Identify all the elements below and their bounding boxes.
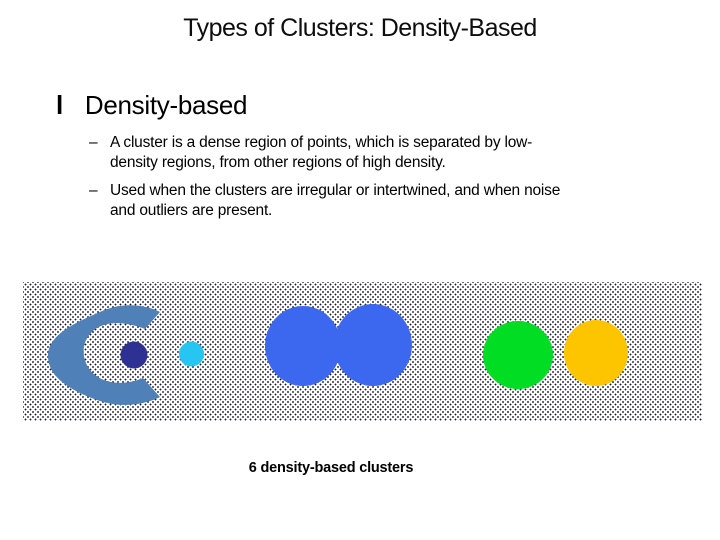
bullet-heading: l Density-based xyxy=(56,90,247,121)
sub-bullet-line: Used when the clusters are irregular or … xyxy=(110,182,561,199)
green-cluster xyxy=(483,321,553,389)
bullet-marker: l xyxy=(56,90,63,120)
double-blob-cluster-right xyxy=(334,304,412,386)
sub-bullet-line: density regions, from other regions of h… xyxy=(110,153,446,171)
small-navy-cluster xyxy=(120,341,148,369)
crescent-cluster xyxy=(48,305,160,405)
sub-bullet-line: and outliers are present. xyxy=(110,201,273,219)
figure-caption: 6 density-based clusters xyxy=(248,460,414,476)
clusters-figure xyxy=(48,304,628,405)
sub-bullet: – Used when the clusters are irregular o… xyxy=(89,181,700,220)
sub-bullet: – A cluster is a dense region of points,… xyxy=(89,133,700,172)
yellow-cluster xyxy=(564,320,628,386)
sub-bullet-line: A cluster is a dense region of points, w… xyxy=(110,134,533,151)
bullet-label: Density-based xyxy=(84,90,248,120)
dash-marker: – xyxy=(89,182,98,199)
double-blob-cluster-left xyxy=(265,306,341,386)
slide-title: Types of Clusters: Density-Based xyxy=(183,14,537,42)
figure-panel xyxy=(23,282,702,421)
small-cyan-cluster xyxy=(179,341,204,367)
sub-bullet-list: – A cluster is a dense region of points,… xyxy=(89,133,700,229)
dash-marker: – xyxy=(89,134,98,151)
